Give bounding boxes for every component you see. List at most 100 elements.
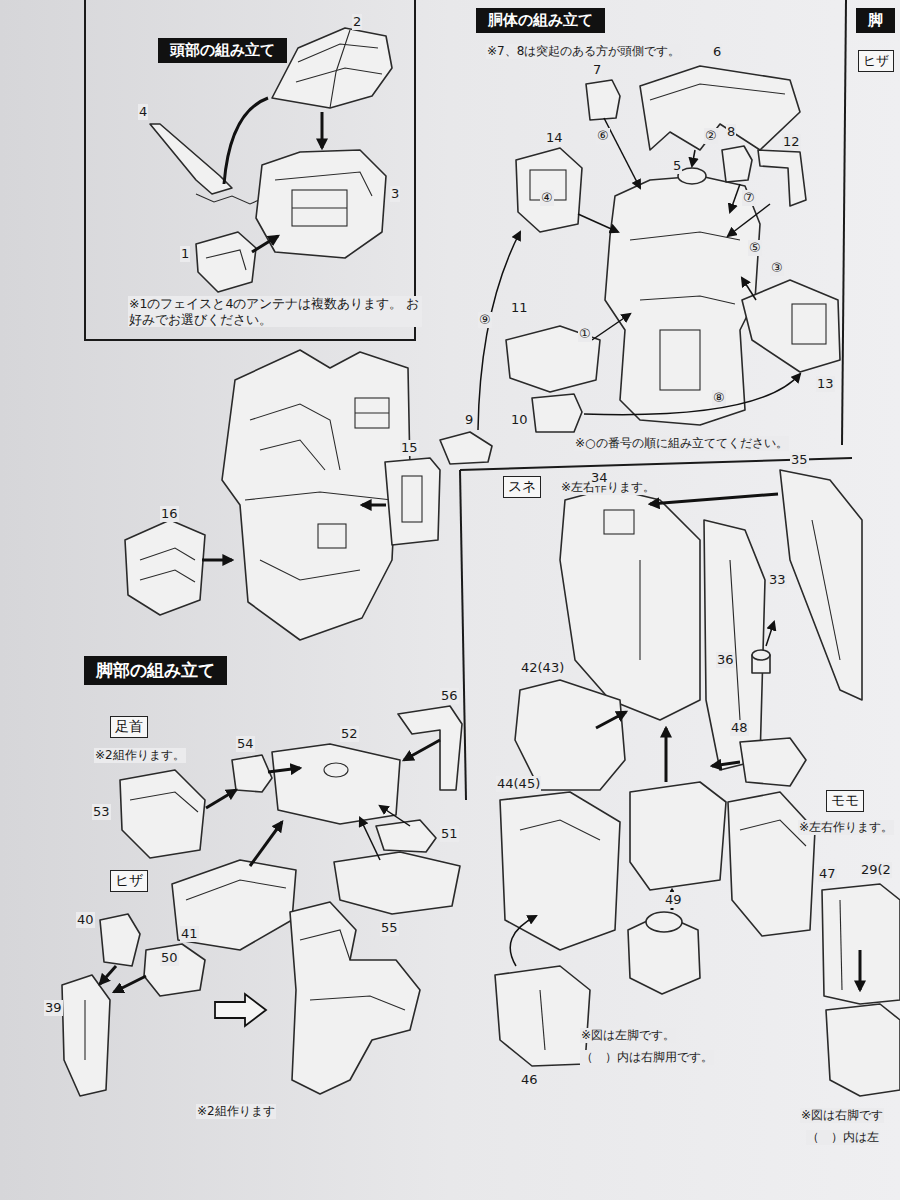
- detail-line: [85, 0, 415, 340]
- note-text: ※1のフェイスと4のアンテナは複数あります。 お好みでお選びください。: [128, 296, 422, 327]
- part-outline: [792, 304, 826, 344]
- detail-line: [298, 44, 378, 62]
- part-outline: [742, 280, 840, 372]
- detail-line: [630, 232, 740, 240]
- node-text: 胴体の組み立て: [488, 11, 593, 30]
- part-outline: [402, 476, 422, 522]
- node-text: スネ: [508, 478, 536, 496]
- part-outline: [256, 150, 386, 258]
- detail-line: [245, 492, 392, 500]
- arrow-line: [100, 966, 116, 984]
- note-text: ※○の番号の順に組み立ててください。: [574, 436, 789, 451]
- callout-number: 6: [712, 44, 722, 60]
- part-outline: [560, 488, 700, 720]
- callout-number: 15: [400, 440, 419, 456]
- arrow-line: [252, 236, 278, 252]
- knee-parts: [62, 902, 420, 1096]
- arrow-line: [840, 900, 842, 990]
- arrow-line: [206, 790, 236, 808]
- callout-number: 33: [768, 572, 787, 588]
- arrow-line: [730, 184, 740, 212]
- thigh-parts: [822, 884, 900, 1096]
- shin-parts: [495, 470, 862, 1066]
- part-outline: [62, 975, 110, 1096]
- arrow-line: [510, 916, 536, 966]
- part-outline: [506, 326, 600, 392]
- arrow-line: [712, 762, 740, 766]
- callout-number: 13: [816, 376, 835, 392]
- arrow-line: [812, 520, 840, 660]
- part-outline: [334, 852, 460, 914]
- part-outline: [376, 820, 436, 852]
- step-tag: ヒザ: [858, 50, 894, 72]
- arrow-line: [842, 0, 846, 445]
- detail-line: [330, 30, 350, 108]
- part-outline: [125, 520, 205, 615]
- part-outline: [120, 770, 205, 858]
- part-outline: [318, 524, 346, 548]
- note-text: ※左右作ります。: [798, 820, 894, 835]
- part-outline: [150, 124, 232, 194]
- arrow-line: [250, 822, 282, 866]
- part-outline: [324, 763, 348, 777]
- callout-number: 48: [730, 720, 749, 736]
- callout-number: 50: [160, 950, 179, 966]
- arrow-line: [728, 204, 770, 236]
- section-header: 脚: [856, 8, 895, 33]
- panel-frames: [85, 0, 852, 800]
- arrow-line: [355, 412, 389, 413]
- callout-number: 41: [180, 926, 199, 942]
- section-header: 胴体の組み立て: [476, 8, 605, 33]
- callout-number: 10: [510, 412, 529, 428]
- detail-line: [140, 548, 195, 560]
- detail-line: [296, 68, 382, 82]
- node-text: ヒザ: [115, 872, 143, 890]
- arrow-line: [859, 950, 862, 990]
- node-text: ヒザ: [863, 52, 889, 70]
- part-outline: [385, 458, 440, 545]
- part-outline: [740, 738, 806, 786]
- note-text: （ ）内は左: [806, 1130, 880, 1145]
- part-outline: [660, 330, 700, 390]
- arrow-line: [360, 818, 380, 860]
- part-outline: [398, 706, 462, 790]
- detail-line: [300, 930, 350, 960]
- part-outline: [780, 470, 862, 700]
- note-text: ※図は左脚です。: [580, 1028, 676, 1043]
- section-header: 脚部の組み立て: [84, 656, 227, 685]
- part-outline: [272, 744, 400, 824]
- callout-number: 42(43): [520, 660, 565, 676]
- detail-line: [310, 996, 405, 1010]
- step-number: ⑥: [596, 128, 610, 144]
- step-number: ②: [704, 128, 718, 144]
- arrow-line: [540, 990, 545, 1050]
- part-outline: [646, 912, 682, 932]
- arrow-line: [478, 232, 520, 430]
- part-outline: [826, 1004, 900, 1096]
- note-text: ※2組作ります: [196, 1104, 276, 1119]
- part-outline: [586, 80, 620, 120]
- arrow-line: [650, 494, 778, 504]
- node-text: 頭部の組み立て: [170, 41, 275, 60]
- step-tag: 足首: [110, 716, 148, 738]
- callout-number: 14: [545, 130, 564, 146]
- arrow-line: [404, 740, 440, 760]
- callout-number: 3: [390, 186, 400, 202]
- step-number: ⑦: [742, 190, 756, 206]
- detail-line: [650, 84, 785, 100]
- step-number: ⑨: [478, 312, 492, 328]
- callout-number: 52: [340, 726, 359, 742]
- callout-number: 2: [352, 14, 362, 30]
- arrow-line: [84, 1000, 85, 1060]
- callout-number: 47: [818, 866, 837, 882]
- callout-number: 51: [440, 826, 459, 842]
- arrow-line: [730, 560, 740, 720]
- arrow-line: [268, 768, 300, 772]
- part-outline: [722, 146, 752, 182]
- step-tag: スネ: [503, 476, 541, 498]
- callout-number: 56: [440, 688, 459, 704]
- callout-number: 16: [160, 506, 179, 522]
- step-number: ⑧: [712, 390, 726, 406]
- step-tag: モモ: [826, 790, 864, 812]
